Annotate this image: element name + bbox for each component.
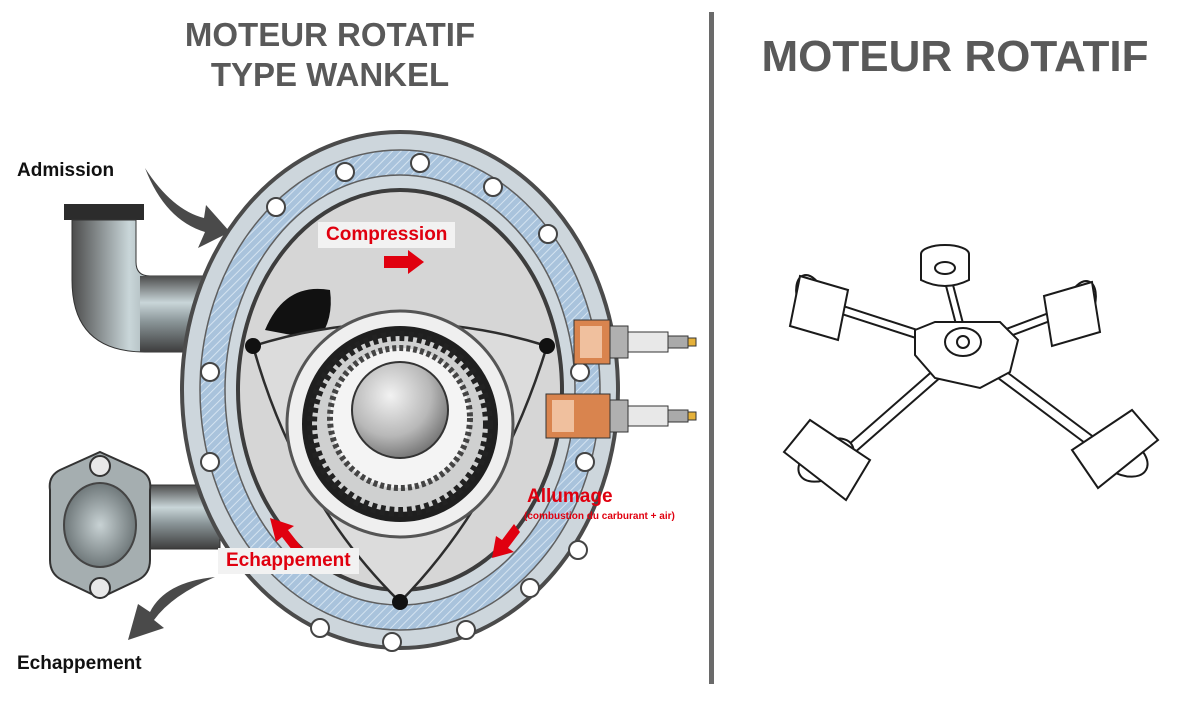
left-title: MOTEUR ROTATIF TYPE WANKEL (130, 15, 530, 95)
label-echappement-outer: Echappement (17, 653, 142, 674)
panel-divider (709, 12, 714, 684)
label-admission: Admission (17, 160, 115, 181)
internal-gear (285, 309, 515, 539)
spark-plug-bottom (545, 393, 697, 439)
admission-arrow-icon (145, 168, 230, 248)
intake-pipe (64, 204, 220, 353)
right-title: MOTEUR ROTATIF (761, 32, 1149, 81)
spark-plug-top (573, 319, 697, 365)
exhaust-pipe (48, 450, 221, 600)
left-title-line1: MOTEUR ROTATIF (184, 16, 476, 53)
compression-arrow-icon (384, 250, 424, 274)
label-allumage-note: (combustion du carburant + air) (524, 511, 675, 522)
ignition-arrow-icon (492, 524, 520, 558)
exhaust-arrow-icon (128, 577, 215, 640)
exhaust-red-arrow-icon (270, 518, 302, 555)
left-title-line2: TYPE WANKEL (210, 56, 450, 93)
label-allumage: Allumage (527, 486, 613, 507)
label-echappement-inner: Echappement (218, 548, 359, 574)
label-compression: Compression (318, 222, 456, 248)
